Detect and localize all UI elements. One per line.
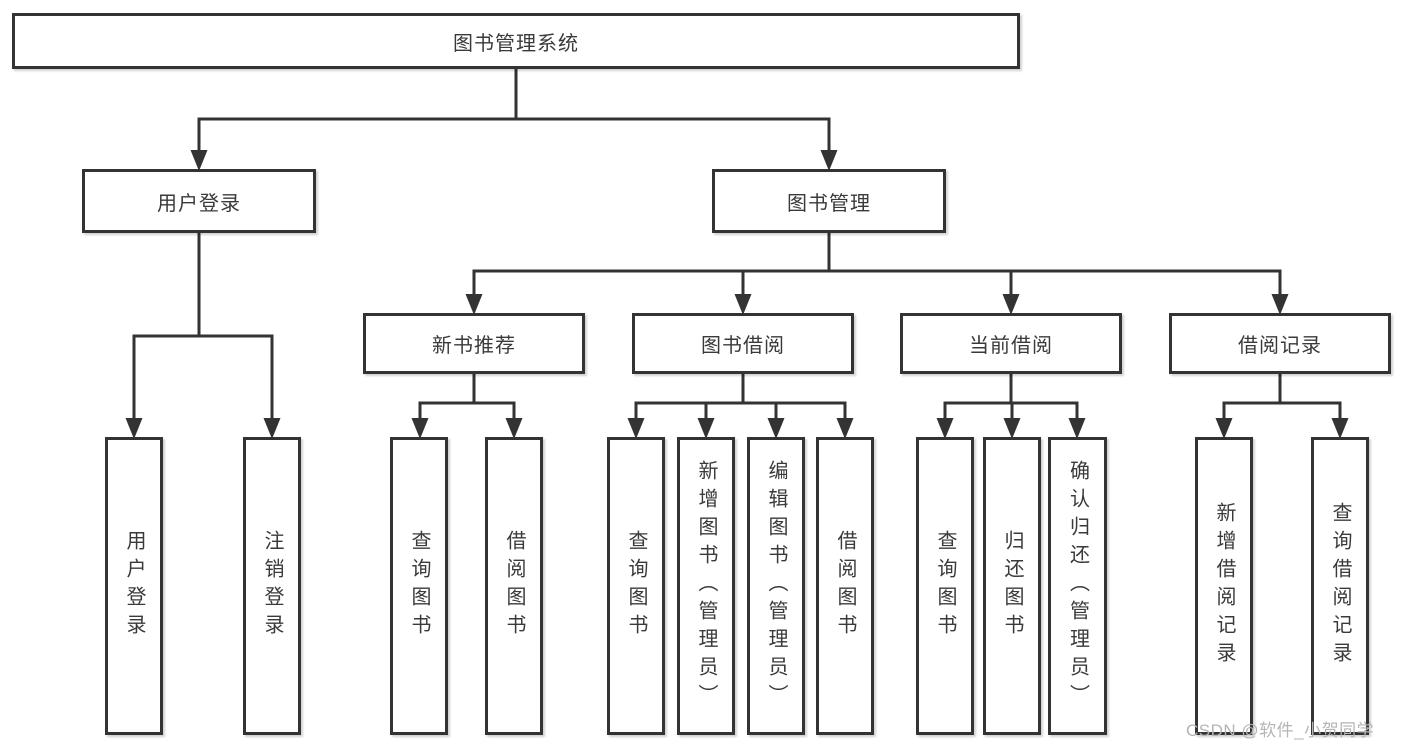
leaf-query-books-borrowing: 查询图书 — [607, 437, 665, 735]
leaf-query-borrow-record: 查询借阅记录 — [1311, 437, 1369, 735]
leaf-edit-books-admin: 编辑图书（管理员） — [747, 437, 805, 735]
leaf-borrow-books-recommend: 借阅图书 — [485, 437, 543, 735]
node-borrowing-records: 借阅记录 — [1169, 313, 1391, 374]
leaf-user-login: 用户登录 — [105, 437, 163, 735]
node-book-borrowing: 图书借阅 — [632, 313, 854, 374]
leaf-confirm-return-admin: 确认归还（管理员） — [1048, 437, 1107, 735]
leaf-logout: 注销登录 — [243, 437, 301, 735]
leaf-borrow-books-borrowing: 借阅图书 — [816, 437, 874, 735]
leaf-add-borrow-record: 新增借阅记录 — [1195, 437, 1253, 735]
csdn-watermark: CSDN @软件_小贺同学 — [1186, 721, 1375, 740]
leaf-query-books-current: 查询图书 — [916, 437, 974, 735]
node-new-book-recommendation: 新书推荐 — [363, 313, 585, 374]
leaf-add-books-admin: 新增图书（管理员） — [677, 437, 735, 735]
node-book-management: 图书管理 — [712, 169, 946, 233]
node-current-borrowing: 当前借阅 — [900, 313, 1122, 374]
node-library-management-system: 图书管理系统 — [12, 13, 1020, 69]
node-user-login: 用户登录 — [82, 169, 316, 233]
leaf-return-books: 归还图书 — [983, 437, 1041, 735]
leaf-query-books-recommend: 查询图书 — [390, 437, 448, 735]
